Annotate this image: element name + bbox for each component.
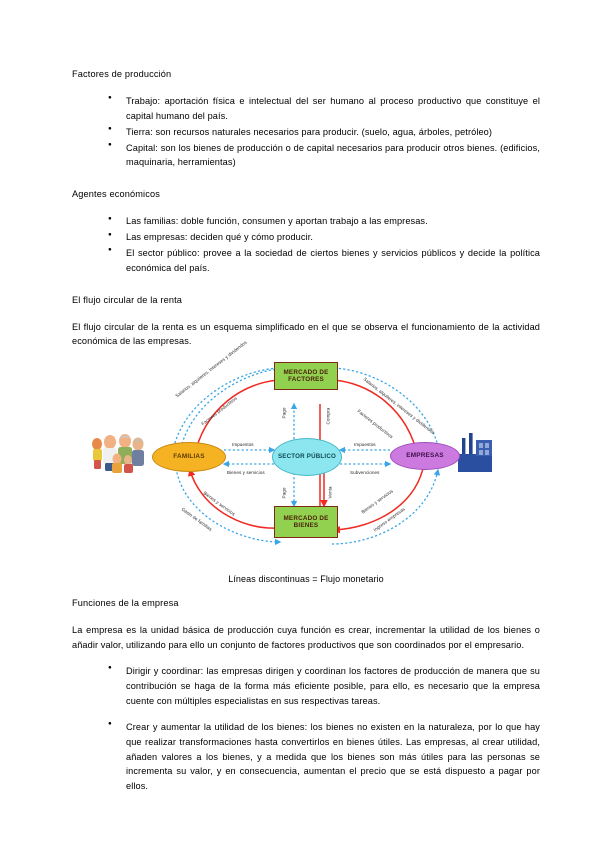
list-item: Las empresas: deciden qué y cómo produci…	[108, 230, 540, 245]
flow-label-compra-arriba: Compra	[325, 408, 331, 425]
section-heading-funciones: Funciones de la empresa	[72, 598, 179, 609]
list-item: Crear y aumentar la utilidad de los bien…	[108, 719, 540, 795]
node-empresas: EMPRESAS	[390, 442, 460, 471]
flow-label-venta-abajo: Venta	[327, 486, 333, 499]
node-label: FAMILIAS	[173, 453, 205, 461]
bullet-list-funciones: Dirigir y coordinar: las empresas dirige…	[72, 663, 540, 795]
list-item: Capital: son los bienes de producción o …	[108, 140, 540, 171]
list-item: Tierra: son recursos naturales necesario…	[108, 124, 540, 140]
section-heading-factores: Factores de producción	[72, 69, 172, 79]
flow-label-bienes-publicos-izq: Bienes y servicios	[227, 470, 265, 476]
node-mercado-bienes: MERCADO DE BIENES	[274, 506, 338, 539]
node-familias: FAMILIAS	[152, 442, 226, 473]
list-item: Trabajo: aportación física e intelectual…	[108, 93, 540, 124]
node-sector-publico: SECTOR PÚBLICO	[272, 438, 342, 477]
spacer	[72, 584, 540, 597]
family-illustration	[92, 434, 144, 474]
list-item: Las familias: doble función, consumen y …	[108, 214, 540, 229]
diagram-caption: Líneas discontinuas = Flujo monetario	[228, 574, 384, 585]
factory-illustration	[458, 433, 492, 473]
diagram-connectors	[92, 365, 492, 546]
flujo-circular-diagram: MERCADO DE FACTORES MERCADO DE BIENES FA…	[72, 340, 540, 570]
flow-label-pago-arriba: Pago	[281, 407, 287, 419]
list-item: Dirigir y coordinar: las empresas dirige…	[108, 663, 540, 709]
flow-label-pago-abajo: Pago	[281, 487, 287, 499]
section-heading-flujo: El flujo circular de la renta	[72, 294, 183, 305]
node-label: SECTOR PÚBLICO	[277, 453, 337, 461]
bullet-list-agentes: Las familias: doble función, consumen y …	[72, 214, 540, 276]
node-label: MERCADO DE FACTORES	[283, 368, 329, 384]
section-heading-agentes: Agentes económicos	[72, 189, 160, 200]
list-item: El sector público: provee a la sociedad …	[108, 245, 540, 276]
node-label: MERCADO DE BIENES	[283, 514, 329, 530]
flow-label-subvenciones-der: Subvenciones	[350, 470, 380, 476]
node-label: EMPRESAS	[406, 452, 444, 460]
paragraph-flujo: El flujo circular de la renta es un esqu…	[72, 321, 540, 347]
bullet-list-factores: Trabajo: aportación física e intelectual…	[72, 93, 540, 171]
paragraph-funciones: La empresa es la unidad básica de produc…	[72, 625, 540, 651]
flow-label-impuestos-izq: Impuestos	[232, 442, 254, 448]
flow-label-impuestos-der: Impuestos	[354, 442, 376, 448]
node-mercado-factores: MERCADO DE FACTORES	[274, 362, 338, 391]
